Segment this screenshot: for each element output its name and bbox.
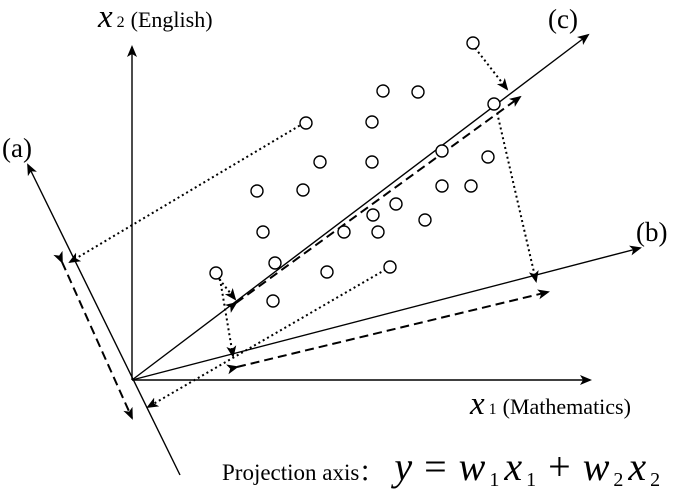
data-point: [337, 225, 351, 239]
projection-axis-c-line: [131, 33, 590, 381]
x1-axis-label: x 1 (Mathematics): [469, 386, 631, 422]
data-point: [365, 155, 379, 169]
projection-dotted-arrow: [219, 278, 237, 358]
projection-axis-c-label: (c): [548, 4, 578, 34]
data-point: [320, 265, 334, 279]
data-point: [418, 213, 432, 227]
projection-dotted-arrow: [471, 43, 509, 91]
data-point: [411, 85, 425, 99]
formula-w1-subscript: 1: [489, 469, 499, 491]
data-point: [250, 184, 264, 198]
x1-axis-subscript: 1: [489, 401, 497, 418]
data-point: [256, 225, 270, 239]
formula-w2-subscript: 2: [613, 469, 623, 491]
data-point: [266, 294, 280, 308]
projection-dotted-arrow: [215, 274, 237, 301]
data-point: [209, 266, 223, 280]
projection-dotted-arrow: [68, 122, 305, 264]
formula-x2-subscript: 2: [650, 469, 660, 491]
data-point: [435, 179, 449, 193]
projection-axis-b-label: (b): [636, 217, 667, 247]
x2-axis-variable: x: [97, 0, 113, 35]
variance-arrow-b: [226, 289, 550, 375]
data-point: [383, 260, 397, 274]
data-point: [376, 84, 390, 98]
formula-x1-subscript: 1: [526, 469, 536, 491]
data-point: [487, 97, 501, 111]
data-point: [365, 115, 379, 129]
data-point: [464, 179, 478, 193]
data-point: [466, 36, 480, 50]
formula-plus: +: [548, 444, 571, 489]
x2-axis-label: x 2 (English): [97, 0, 213, 35]
data-point: [389, 197, 403, 211]
projection-axis-a-line: [27, 163, 181, 476]
data-point: [299, 116, 313, 130]
x1-axis-variable: x: [469, 386, 485, 422]
formula-y: y: [390, 444, 412, 489]
projection-axis-a-label: (a): [2, 133, 32, 163]
data-point: [313, 155, 327, 169]
formula-prefix: Projection axis：: [222, 460, 382, 485]
x2-axis-name: (English): [131, 7, 213, 32]
formula-x2: x: [627, 444, 646, 489]
formula-w1: w: [459, 444, 486, 489]
x1-axis-name: (Mathematics): [503, 394, 631, 419]
projection-dotted-arrow: [146, 266, 391, 409]
data-point: [296, 183, 310, 197]
formula-w2: w: [583, 444, 610, 489]
data-point: [481, 150, 495, 164]
variance-arrow-c: [224, 95, 522, 313]
formula-x1: x: [503, 444, 522, 489]
data-point: [268, 256, 282, 270]
data-point: [435, 144, 449, 158]
variance-arrow-a: [53, 250, 133, 420]
data-point: [371, 225, 385, 239]
projection-dotted-arrow: [495, 107, 539, 283]
x2-axis-subscript: 2: [117, 14, 125, 31]
data-point: [366, 208, 380, 222]
projection-axis-formula: Projection axis： y = w 1 x 1 + w 2 x 2: [222, 444, 660, 491]
formula-equals: =: [424, 444, 447, 489]
